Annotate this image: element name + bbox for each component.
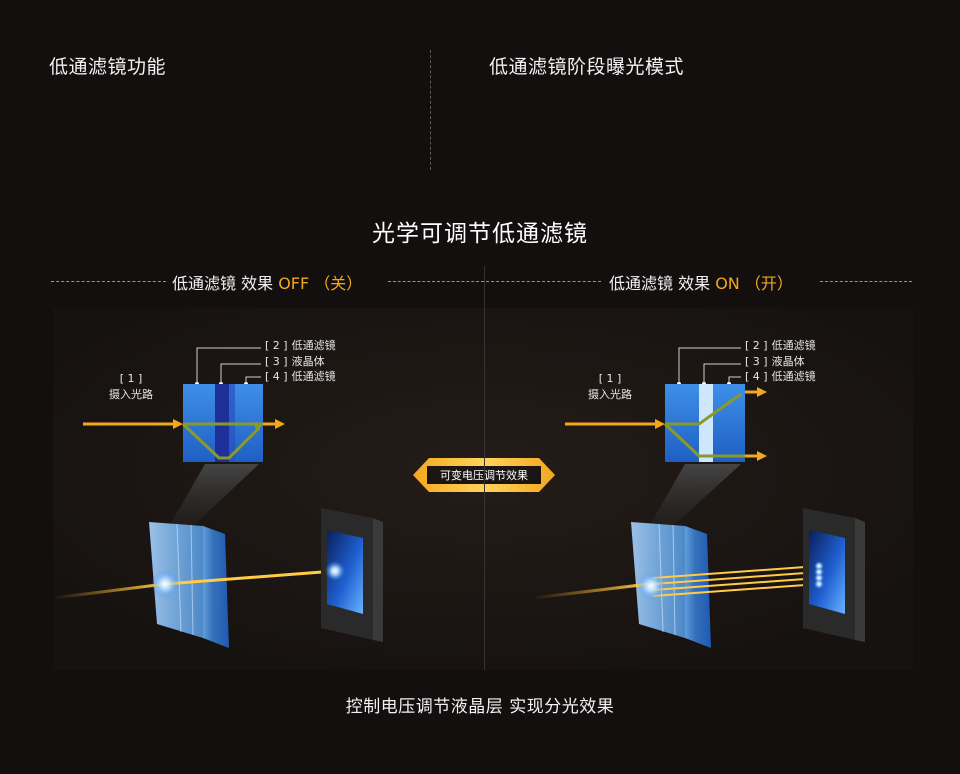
glass-layer-line-off-2 xyxy=(190,524,194,636)
glass-layer-line-off xyxy=(176,523,182,633)
divider-line-on-left xyxy=(486,281,601,282)
outgoing-arrow-off xyxy=(275,419,285,429)
flare-sensor-on-4 xyxy=(814,579,824,589)
tab-lpf-function[interactable]: 低通滤镜功能 xyxy=(49,56,167,78)
image-sensor-off xyxy=(327,530,363,614)
mode-label-off-state: OFF （关） xyxy=(278,274,363,293)
callout-line-4-off xyxy=(245,376,261,384)
input-beam-on xyxy=(532,582,650,600)
label-3-on: [ 3 ]液晶体 xyxy=(745,354,805,368)
output-beam-on-3 xyxy=(652,577,820,591)
lower-ray-on xyxy=(663,422,745,458)
label-4-off: [ 4 ]低通滤镜 xyxy=(265,369,336,383)
caption: 控制电压调节液晶层 实现分光效果 xyxy=(345,697,615,717)
label-1-on-num: [ 1 ] xyxy=(599,372,622,385)
flare-glass-on xyxy=(637,572,665,600)
mode-label-on-prefix: 低通滤镜 效果 xyxy=(609,274,716,293)
upper-ray-on xyxy=(665,392,742,426)
divider-line-off-right xyxy=(388,281,484,282)
callout-line-3-on xyxy=(703,363,741,384)
callout-line-2-on xyxy=(678,347,741,384)
label-2-off: [ 2 ]低通滤镜 xyxy=(265,338,336,352)
diagram-panel: [ 2 ]低通滤镜 [ 3 ]液晶体 [ 4 ]低通滤镜 [ 1 ] 摄入光路 xyxy=(53,308,913,670)
input-beam-off xyxy=(53,582,166,600)
flare-glass-off xyxy=(151,570,179,598)
zoom-cone-on xyxy=(651,464,741,528)
split-ray-off xyxy=(181,422,261,460)
mode-label-on: 低通滤镜 效果 ON （开） xyxy=(609,270,793,294)
label-1-on-text: 摄入光路 xyxy=(588,387,632,401)
outgoing-arrow-lower-on xyxy=(757,451,767,461)
callout-line-2-off xyxy=(196,347,261,384)
sensor-frame-side-off xyxy=(373,518,383,642)
incoming-arrow-off xyxy=(173,419,183,429)
output-beam-off xyxy=(164,569,336,586)
label-4-on: [ 4 ]低通滤镜 xyxy=(745,369,816,383)
outgoing-arrow-upper-on xyxy=(757,387,767,397)
on-diagram: [ 2 ]低通滤镜 [ 3 ]液晶体 [ 4 ]低通滤镜 [ 1 ] 摄入光路 xyxy=(532,338,865,648)
mode-label-off-prefix: 低通滤镜 效果 xyxy=(172,274,279,293)
divider-line-on-right xyxy=(820,281,912,282)
zoom-cone-off xyxy=(171,464,259,528)
diagram-svg: [ 2 ]低通滤镜 [ 3 ]液晶体 [ 4 ]低通滤镜 [ 1 ] 摄入光路 xyxy=(53,308,913,670)
label-1-off-text: 摄入光路 xyxy=(109,387,153,401)
label-1-off-num: [ 1 ] xyxy=(120,372,143,385)
tab-lpf-bracketing[interactable]: 低通滤镜阶段曝光模式 xyxy=(489,56,685,78)
center-divider xyxy=(484,266,485,670)
glass-layer-line-on-2 xyxy=(672,524,676,636)
liquid-crystal-band-on xyxy=(699,384,713,462)
mode-label-on-state: ON （开） xyxy=(715,274,793,293)
callout-line-3-off xyxy=(220,363,261,384)
divider-line-off-left xyxy=(51,281,166,282)
flare-sensor-off xyxy=(325,561,345,581)
output-beam-on-4 xyxy=(652,583,820,597)
split-arrow-off xyxy=(253,422,263,432)
label-2-on: [ 2 ]低通滤镜 xyxy=(745,338,816,352)
off-diagram: [ 2 ]低通滤镜 [ 3 ]液晶体 [ 4 ]低通滤镜 [ 1 ] 摄入光路 xyxy=(53,338,383,648)
image-sensor-on xyxy=(809,530,845,614)
glass-block-face-off xyxy=(203,526,229,648)
tab-divider xyxy=(430,50,431,170)
label-3-off: [ 3 ]液晶体 xyxy=(265,354,325,368)
incoming-arrow-on xyxy=(655,419,665,429)
sensor-frame-side-on xyxy=(855,518,865,642)
output-beam-on-1 xyxy=(652,565,820,579)
section-title: 光学可调节低通滤镜 xyxy=(372,221,588,247)
callout-line-4-on xyxy=(728,376,741,384)
output-beam-on-2 xyxy=(652,571,820,585)
mode-label-off: 低通滤镜 效果 OFF （关） xyxy=(172,270,362,294)
